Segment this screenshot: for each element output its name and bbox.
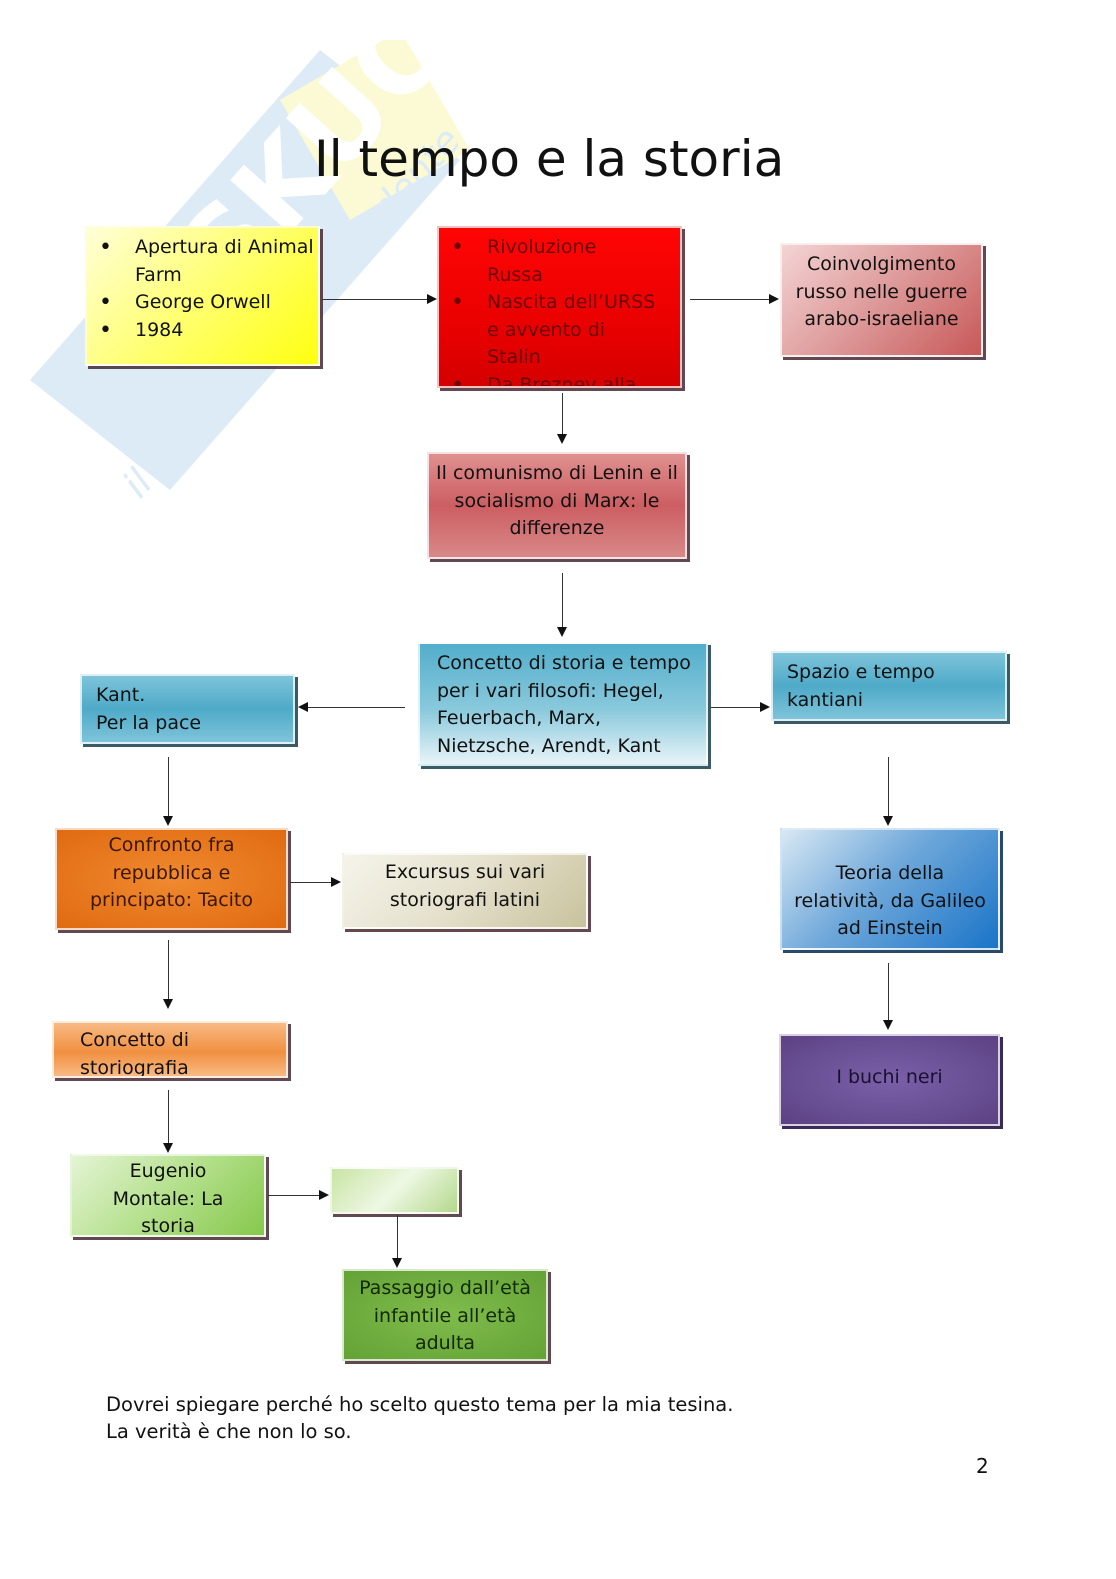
node-republic[interactable]: Confronto fra repubblica e principato: T… — [55, 828, 288, 930]
node-text — [332, 1169, 457, 1212]
connector-historiography-montale — [168, 1090, 169, 1144]
connector-orwell-russia — [322, 299, 428, 300]
connector-lenin-philosophers — [562, 573, 563, 628]
connector-empty-growing — [397, 1215, 398, 1259]
page-title: Il tempo e la storia — [314, 130, 785, 188]
arrowhead-icon — [769, 294, 779, 304]
node-text: Concetto di storiografia — [80, 1029, 189, 1076]
body-line: La verità è che non lo so. — [106, 1420, 352, 1443]
node-montale[interactable]: Eugenio Montale: La storia — [70, 1154, 266, 1237]
arrowhead-icon — [760, 702, 770, 712]
node-text: Coinvolgimento russo nelle guerre arabo-… — [795, 253, 968, 330]
bullet-item: Nascita dell’URSS e avvento di Stalin — [439, 289, 680, 372]
arrowhead-icon — [427, 294, 437, 304]
arrowhead-icon — [883, 1020, 893, 1030]
node-arab-israeli[interactable]: Coinvolgimento russo nelle guerre arabo-… — [780, 243, 983, 357]
node-text: Eugenio Montale: La storia — [112, 1160, 224, 1235]
node-philosophers[interactable]: Concetto di storia e tempo per i vari fi… — [418, 642, 708, 766]
body-line: Dovrei spiegare perché ho scelto questo … — [106, 1393, 734, 1416]
node-historians[interactable]: Excursus sui vari storiografi latini — [342, 853, 588, 929]
node-growing-up[interactable]: Passaggio dall’età infantile all’età adu… — [342, 1269, 548, 1361]
connector-republic-historiography — [168, 940, 169, 1000]
arrowhead-icon — [883, 816, 893, 826]
connector-relativity-blackholes — [888, 963, 889, 1021]
node-text: Excursus sui vari storiografi latini — [384, 861, 546, 911]
arrowhead-icon — [163, 816, 173, 826]
connector-philosophers-space — [710, 707, 762, 708]
arrowhead-icon — [163, 999, 173, 1009]
arrowhead-icon — [298, 702, 308, 712]
node-empty[interactable] — [330, 1167, 459, 1214]
node-relativity[interactable]: Teoria della relatività, da Galileo ad E… — [780, 828, 1000, 950]
node-orwell[interactable]: Apertura di Animal Farm George Orwell 19… — [85, 226, 320, 366]
connector-russia-lenin — [562, 393, 563, 435]
node-text: Il comunismo di Lenin e il socialismo di… — [436, 462, 678, 539]
arrowhead-icon — [392, 1258, 402, 1268]
bullet-item: Apertura di Animal Farm — [87, 234, 318, 289]
connector-russia-arab — [690, 299, 770, 300]
connector-philosophers-kant — [308, 707, 405, 708]
node-text: Spazio e tempo kantiani — [787, 661, 935, 711]
arrowhead-icon — [557, 627, 567, 637]
node-text: I buchi neri — [836, 1066, 943, 1088]
node-text: Passaggio dall’età infantile all’età adu… — [359, 1277, 531, 1354]
node-kant-peace[interactable]: Kant. Per la pace — [80, 674, 295, 744]
node-text: Confronto fra repubblica e principato: T… — [89, 834, 254, 911]
connector-republic-historians — [290, 882, 332, 883]
arrowhead-icon — [331, 877, 341, 887]
arrowhead-icon — [163, 1143, 173, 1153]
page-number: 2 — [976, 1454, 989, 1478]
node-text-line: Per la pace — [96, 711, 202, 734]
node-russia[interactable]: Rivoluzione Russa Nascita dell’URSS e av… — [437, 226, 682, 388]
node-text-line: Kant. — [96, 684, 146, 706]
node-text: Teoria della relatività, da Galileo ad E… — [794, 862, 986, 939]
node-black-holes[interactable]: I buchi neri — [779, 1034, 1000, 1126]
connector-kant-republic — [168, 757, 169, 817]
bullet-item: George Orwell — [87, 289, 318, 317]
arrowhead-icon — [319, 1190, 329, 1200]
bullet-item: 1984 — [87, 317, 318, 345]
arrowhead-icon — [557, 434, 567, 444]
connector-montale-empty — [268, 1195, 320, 1196]
node-text: Concetto di storia e tempo per i vari fi… — [437, 652, 691, 757]
node-historiography[interactable]: Concetto di storiografia — [52, 1021, 288, 1078]
bullet-item: Rivoluzione Russa — [439, 234, 680, 289]
body-paragraph: Dovrei spiegare perché ho scelto questo … — [106, 1391, 733, 1445]
connector-space-relativity — [888, 757, 889, 817]
bullet-item: Da Breznev alla — [439, 372, 680, 387]
node-kant-space[interactable]: Spazio e tempo kantiani — [771, 651, 1007, 721]
node-lenin-marx[interactable]: Il comunismo di Lenin e il socialismo di… — [427, 452, 687, 559]
